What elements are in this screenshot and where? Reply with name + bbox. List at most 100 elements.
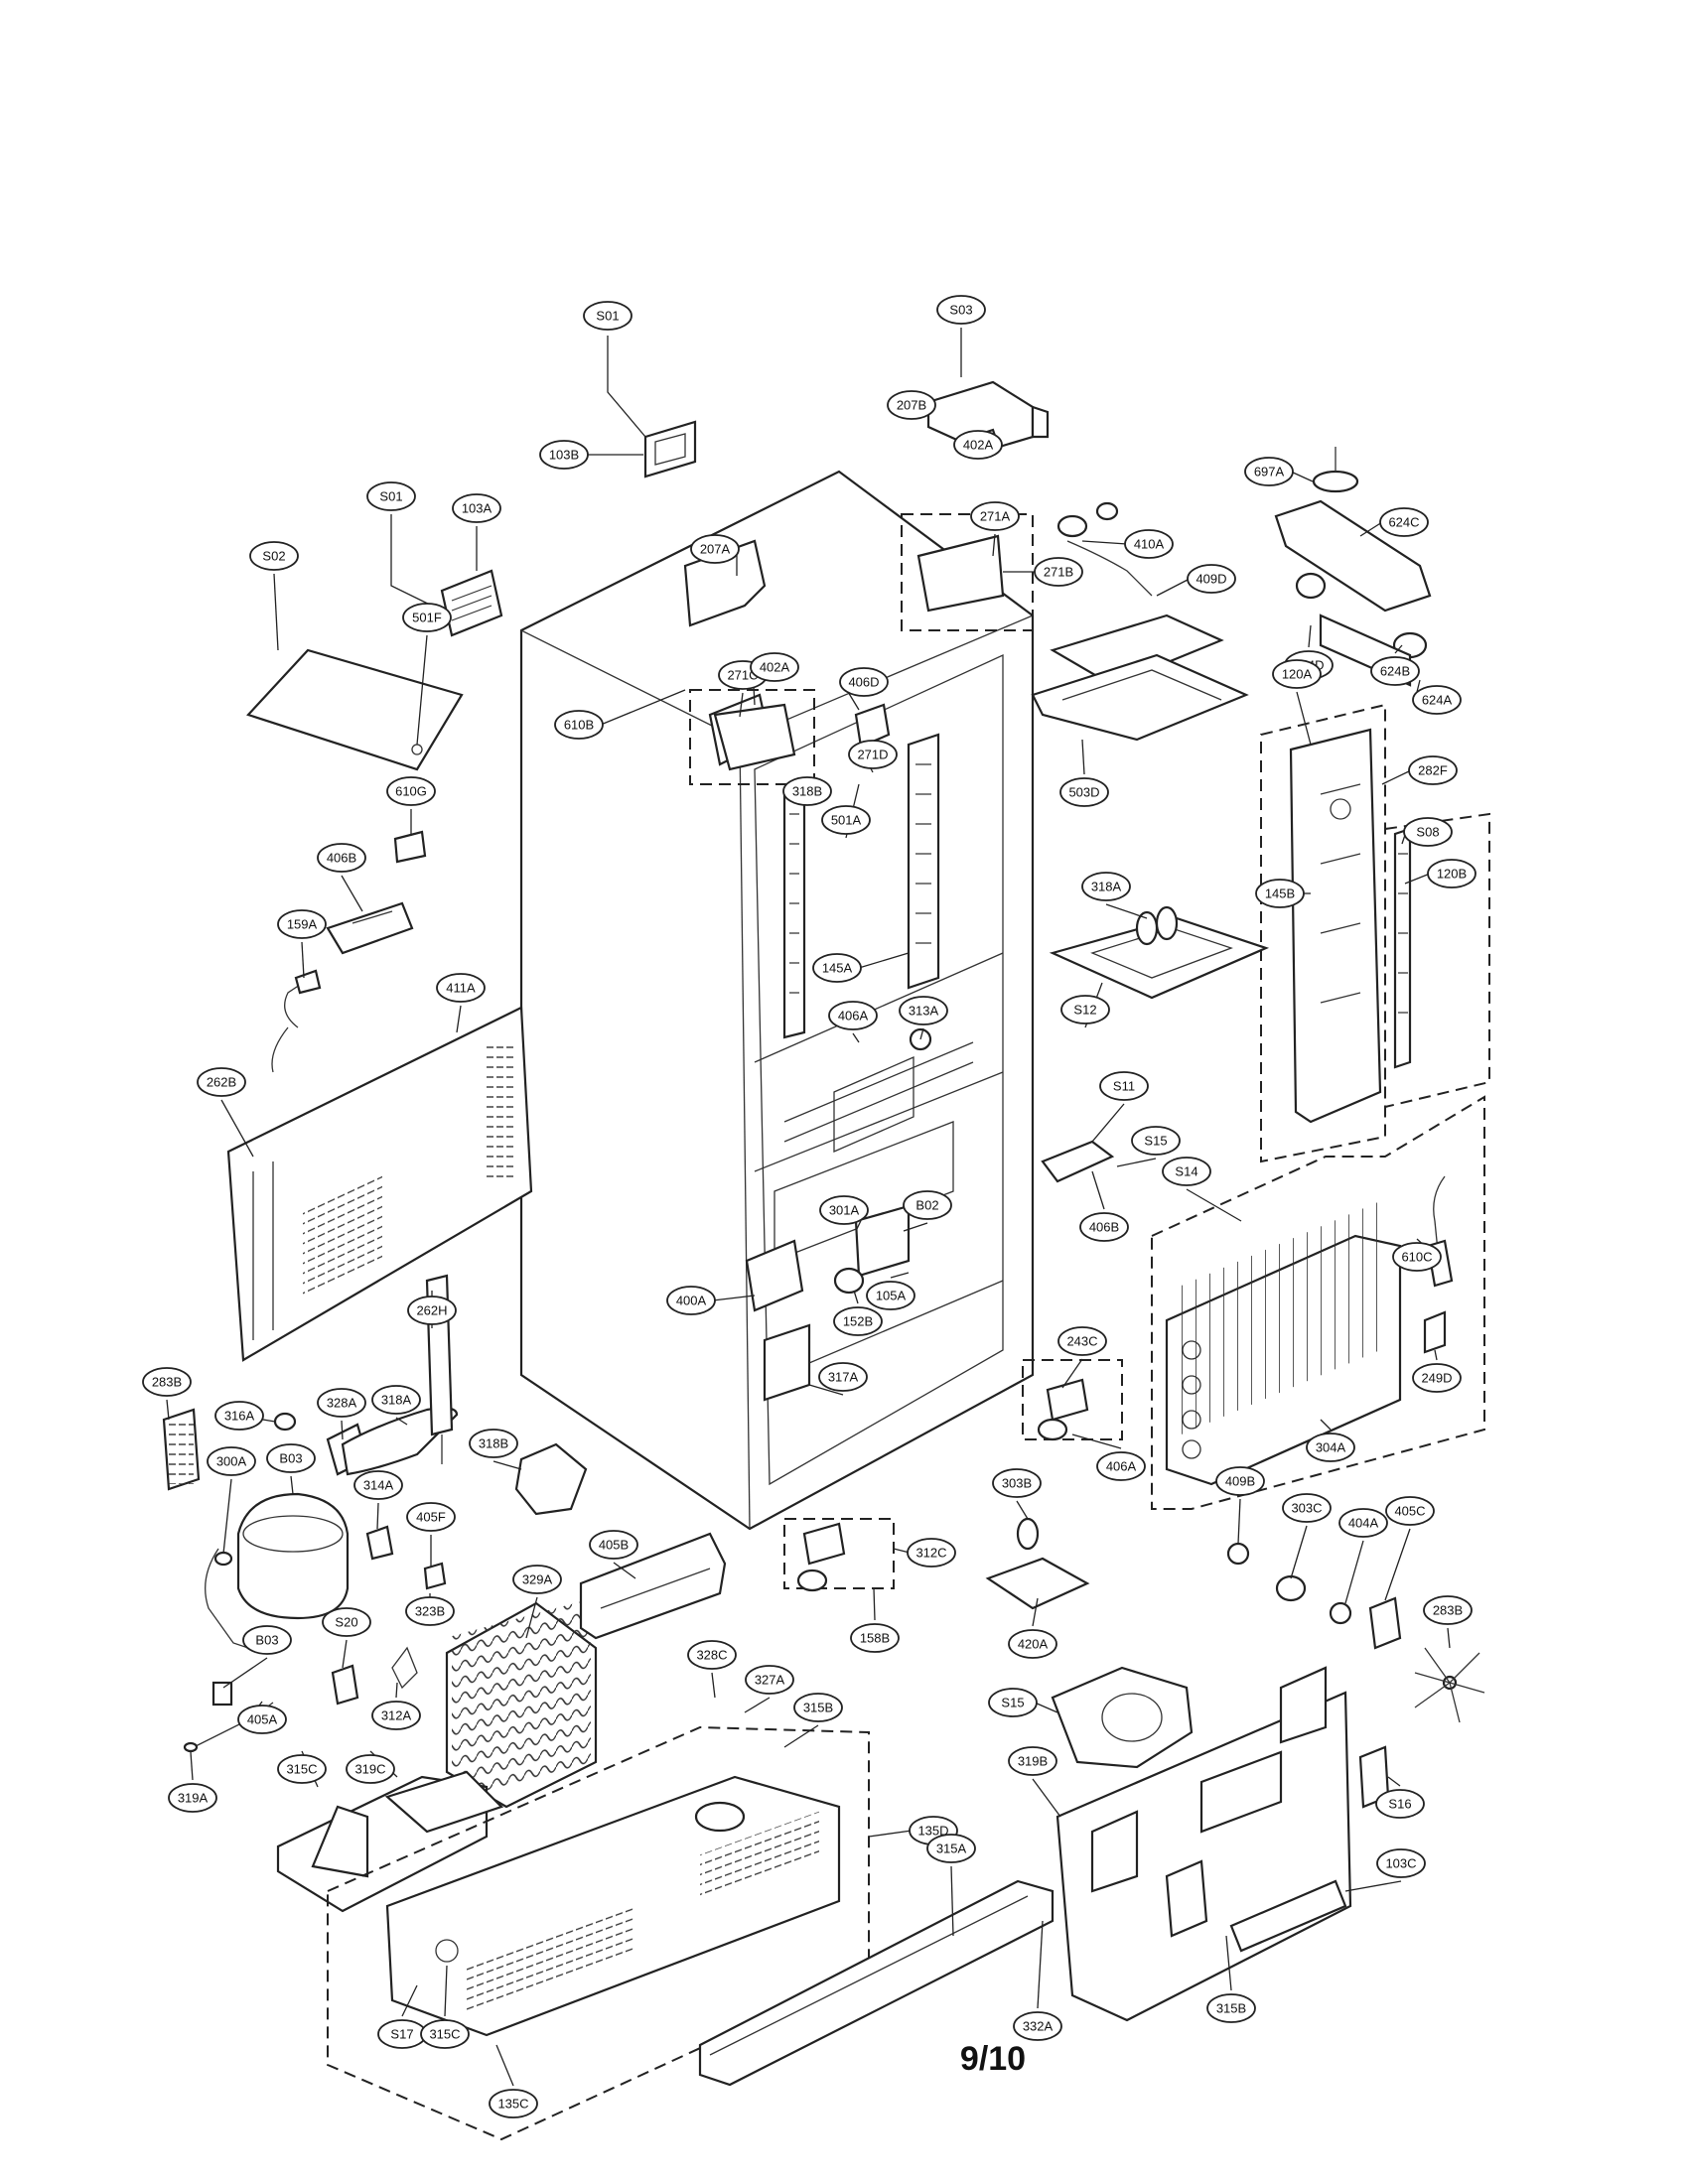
compressor-300A — [236, 1492, 350, 1620]
callout-304a: 304A — [1306, 1433, 1355, 1462]
callout-610g: 610G — [386, 776, 436, 806]
callout-text: 420A — [1018, 1637, 1049, 1652]
ice-maker-409D — [1031, 614, 1249, 742]
callout-text: 315B — [803, 1701, 833, 1715]
cover-plate-501F — [246, 648, 464, 771]
leveler-inset-283B-bottom — [783, 1518, 895, 1592]
callout-120b: 120B — [1427, 859, 1477, 888]
callout-text: 501A — [831, 813, 862, 828]
callout-text: S16 — [1388, 1797, 1411, 1812]
callout-labels: S01103BS03207B402A697AS01103A207A271A271… — [142, 295, 1477, 2118]
callout-text: 328A — [327, 1396, 357, 1411]
callout-text: 315C — [429, 2027, 460, 2042]
callout-text: 301A — [829, 1203, 860, 1218]
heater-inset-145A — [1384, 812, 1490, 1108]
damper-312A — [211, 1681, 233, 1706]
callout-text: 135C — [497, 2097, 528, 2112]
callout-text: 402A — [760, 660, 790, 675]
callout-b02: B02 — [903, 1190, 952, 1220]
callout-text: 332A — [1023, 2019, 1054, 2034]
relay-304A — [514, 1442, 588, 1516]
callout-text: 410A — [1134, 537, 1165, 552]
callout-243c: 243C — [1057, 1326, 1107, 1356]
callout-text: 402A — [963, 438, 994, 453]
callout-text: 271D — [857, 748, 888, 762]
callout-103c: 103C — [1376, 1848, 1426, 1878]
callout-s11: S11 — [1099, 1071, 1149, 1101]
callout-s17: S17 — [377, 2019, 427, 2049]
callout-316a: 316A — [214, 1401, 264, 1431]
callout-text: 314A — [363, 1478, 394, 1493]
callout-text: 328C — [696, 1648, 727, 1663]
callout-159a: 159A — [277, 909, 327, 939]
callout-315c: 315C — [420, 2019, 470, 2049]
callout-624a: 624A — [1412, 685, 1462, 715]
callout-text: 158B — [860, 1631, 890, 1646]
callout-409b: 409B — [1215, 1466, 1265, 1496]
callout-s15: S15 — [988, 1688, 1038, 1717]
callout-303c: 303C — [1282, 1493, 1332, 1523]
callout-s01: S01 — [583, 301, 633, 331]
callout-text: 319C — [354, 1762, 385, 1777]
callout-300a: 300A — [207, 1446, 256, 1476]
callout-text: 303B — [1002, 1476, 1032, 1491]
callout-text: S01 — [596, 309, 619, 324]
callout-text: 249D — [1421, 1371, 1452, 1386]
callout-text: 318A — [1091, 880, 1122, 894]
callout-145b: 145B — [1255, 879, 1305, 908]
callout-text: S14 — [1175, 1164, 1197, 1179]
cap-697A — [1312, 447, 1359, 493]
callout-text: 411A — [446, 981, 476, 996]
fan-shroud-120A — [1260, 703, 1386, 1163]
callout-text: 105A — [876, 1289, 907, 1303]
callout-405c: 405C — [1385, 1496, 1435, 1526]
callout-text: 313A — [909, 1004, 939, 1019]
sensor-400A — [1426, 1175, 1454, 1288]
callout-405a: 405A — [237, 1705, 287, 1734]
callout-s02: S02 — [249, 541, 299, 571]
callout-610c: 610C — [1392, 1242, 1442, 1272]
callout-501a: 501A — [821, 805, 871, 835]
callout-text: 315B — [1216, 2001, 1246, 2016]
callout-s12: S12 — [1060, 995, 1110, 1024]
callout-text: 323B — [415, 1604, 445, 1619]
callout-text: 406B — [1089, 1220, 1119, 1235]
callout-text: 243C — [1066, 1334, 1097, 1349]
callout-text: 271B — [1044, 565, 1073, 580]
callout-text: 303C — [1291, 1501, 1322, 1516]
callout-315b: 315B — [793, 1693, 843, 1722]
top-bracket-207B — [926, 380, 1050, 454]
callout-329a: 329A — [512, 1565, 562, 1594]
evaporation-tray-319A — [276, 1770, 504, 1913]
callout-b03: B03 — [266, 1443, 316, 1473]
callout-s16: S16 — [1375, 1789, 1425, 1819]
callout-402a: 402A — [750, 652, 799, 682]
callout-409d: 409D — [1187, 564, 1236, 594]
callout-text: 318B — [479, 1436, 508, 1451]
callout-319a: 319A — [168, 1783, 217, 1813]
callout-262h: 262H — [407, 1296, 457, 1325]
callout-318b: 318B — [469, 1429, 518, 1458]
callout-319c: 319C — [346, 1754, 395, 1784]
power-cord-411A — [271, 969, 322, 1073]
callout-323b: 323B — [405, 1596, 455, 1626]
callout-303b: 303B — [992, 1468, 1042, 1498]
callout-624b: 624B — [1370, 656, 1420, 686]
back-cover-313A — [226, 1006, 533, 1362]
callout-text: 610G — [395, 784, 427, 799]
callout-text: S15 — [1001, 1696, 1024, 1710]
callout-text: S17 — [390, 2027, 413, 2042]
lamp-cover-103B — [643, 420, 697, 478]
callout-312c: 312C — [907, 1538, 956, 1568]
callout-207b: 207B — [887, 390, 936, 420]
callout-411a: 411A — [436, 973, 486, 1003]
callout-text: 271A — [980, 509, 1011, 524]
callout-318b: 318B — [782, 776, 832, 806]
callout-135c: 135C — [489, 2089, 538, 2118]
callout-text: B03 — [255, 1633, 278, 1648]
callout-text: 503D — [1068, 785, 1099, 800]
callout-text: 312C — [915, 1546, 946, 1561]
pad-316A — [162, 1408, 201, 1491]
callout-624c: 624C — [1379, 507, 1429, 537]
callout-402a: 402A — [953, 430, 1003, 460]
